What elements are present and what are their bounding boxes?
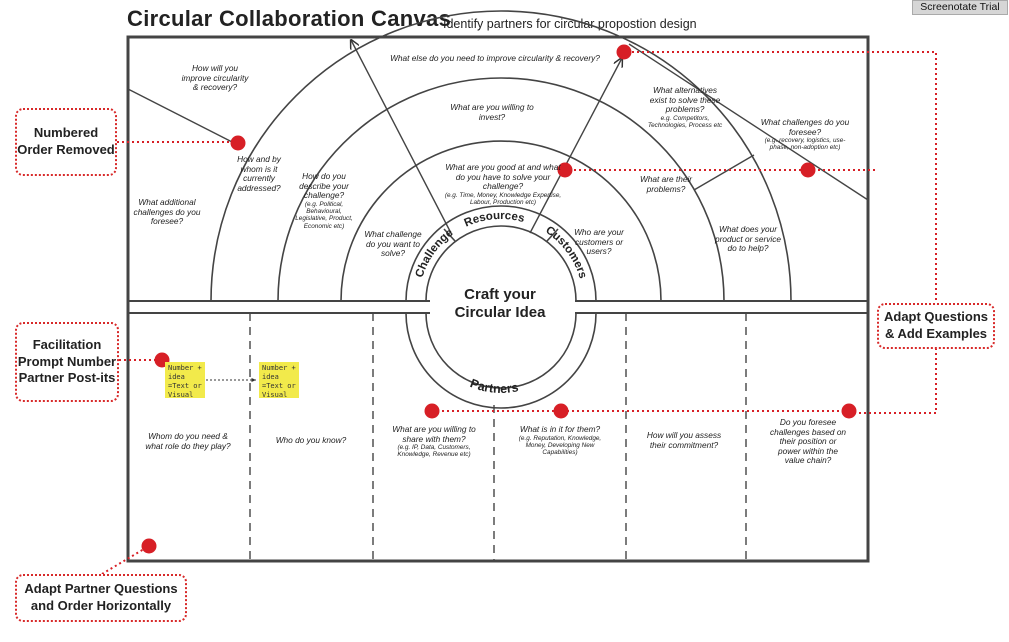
postit-note-1: Number + idea =Text or Visual: [165, 362, 205, 399]
partner-question-4: What is in it for them? (e.g. Reputation…: [508, 424, 612, 457]
question-describe-example: (e.g. Political, Behavioural, Legislativ…: [295, 200, 353, 230]
canvas-frame: [126, 35, 870, 563]
partner-question-6: Do you foresee challenges based on their…: [769, 417, 847, 466]
ring-divider-left: [443, 228, 456, 242]
label-partners: Partners: [468, 376, 519, 396]
dot-numbered: [230, 135, 246, 151]
question-describe: How do you describe your challenge? (e.g…: [292, 171, 356, 230]
question-challenges-foresee: What challenges do you foresee? (e.g. re…: [760, 117, 850, 152]
question-alternatives-text: What alternatives exist to solve these p…: [649, 85, 721, 115]
center-idea: Craft your Circular Idea: [454, 286, 546, 321]
question-customers: Who are your customers or users?: [574, 227, 624, 257]
dot-share: [424, 403, 440, 419]
question-improve: How will you improve circularity & recov…: [181, 63, 249, 93]
annotation-dots: [141, 44, 857, 554]
partner-question-3-example: (e.g. IP, Data, Customers, Knowledge, Re…: [397, 444, 471, 459]
partner-question-3: What are you willing to share with them?…: [384, 424, 484, 459]
partners-ring-outer: [405, 312, 597, 409]
partners-ring-inner: [425, 312, 577, 389]
callout-adapt-partner: Adapt Partner Questions and Order Horizo…: [15, 574, 187, 622]
question-challenges-foresee-example: (e.g. recovery, logistics, use-phase, no…: [764, 137, 846, 152]
question-invest: What are you willing to invest?: [450, 102, 534, 122]
dot-top-arc: [616, 44, 632, 60]
partner-column-dividers: [249, 313, 747, 561]
question-additional: What additional challenges do you forese…: [133, 197, 201, 227]
partner-question-1: Whom do you need & what role do they pla…: [145, 431, 231, 451]
divider-band: [128, 300, 868, 314]
question-good-at-example: (e.g. Time, Money, Knowledge Expertise, …: [444, 191, 562, 206]
right-short-line: [693, 154, 755, 191]
callout-adapt-questions: Adapt Questions & Add Examples: [877, 303, 995, 349]
callout-numbered-order: Numbered Order Removed: [15, 108, 117, 176]
question-challenges-foresee-text: What challenges do you foresee?: [760, 117, 850, 137]
trial-watermark: Screenotate Trial: [912, 0, 1008, 15]
question-challenge-solve: What challenge do you want to solve?: [364, 229, 422, 259]
question-good-at-text: What are you good at and what do you hav…: [445, 162, 561, 192]
postit-note-2: Number + idea =Text or Visual: [259, 362, 299, 399]
ring-divider-right: [546, 228, 559, 242]
right-top-line: [628, 43, 869, 201]
partner-question-3-text: What are you willing to share with them?: [392, 424, 476, 444]
question-good-at: What are you good at and what do you hav…: [440, 162, 566, 206]
dot-good-at: [557, 162, 573, 178]
partner-question-2: Who do you know?: [275, 435, 347, 445]
question-how-whom: How and by whom is it currently addresse…: [237, 154, 281, 193]
arc-ring-inner: [425, 225, 577, 302]
dot-in-it: [553, 403, 569, 419]
question-alternatives-example: e.g. Competitors, Technologies, Process …: [647, 114, 723, 129]
left-diagonal: [127, 88, 239, 146]
partner-question-5: How will you assess their commitment?: [646, 430, 722, 450]
arrow-left: [351, 40, 453, 236]
question-problems: What are their problems?: [639, 174, 693, 194]
arc-outer: [210, 10, 792, 302]
arc-inner: [340, 140, 662, 302]
arrow-right: [529, 58, 622, 234]
arc-middle: [277, 77, 725, 302]
question-describe-text: How do you describe your challenge?: [299, 171, 349, 201]
svg-text:Partners: Partners: [468, 376, 519, 396]
page-title: Circular Collaboration Canvas: [127, 6, 452, 31]
question-alternatives: What alternatives exist to solve these p…: [644, 85, 726, 129]
partner-question-4-text: What is in it for them?: [519, 424, 601, 434]
page-subtitle: Identify partners for circular propostio…: [443, 17, 697, 31]
partner-question-4-example: (e.g. Reputation, Knowledge, Money, Deve…: [518, 434, 602, 457]
callout-facilitation: Facilitation Prompt Number Partner Post-…: [15, 322, 119, 402]
question-top-arc: What else do you need to improve circula…: [390, 53, 600, 63]
dot-foresee: [841, 403, 857, 419]
arc-ring-outer: [405, 205, 597, 302]
dot-partner-order: [141, 538, 157, 554]
question-product-help: What does your product or service do to …: [715, 224, 781, 254]
callout-connectors: [101, 51, 937, 575]
dot-challenges: [800, 162, 816, 178]
